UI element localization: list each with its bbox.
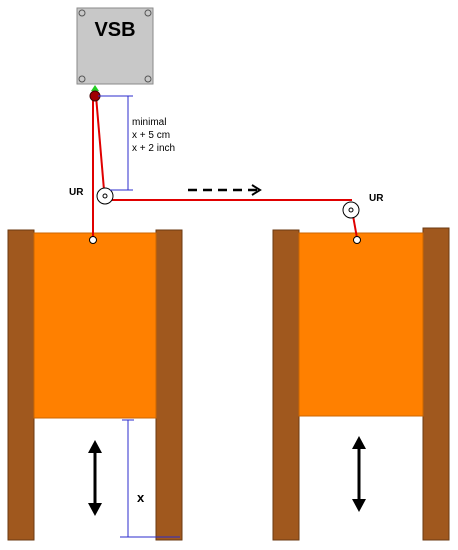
travel-dimension-line (120, 419, 180, 538)
right-frame-post-left (272, 229, 300, 541)
vsb-box-label: VSB (94, 19, 135, 41)
pulley-right-label: UR (369, 193, 384, 204)
left-door-attachment-ring (89, 236, 97, 244)
left-door-panel (33, 232, 157, 419)
pulley-icon (342, 201, 360, 219)
spool-marker-icon (91, 85, 99, 91)
left-frame-post-right (155, 229, 183, 541)
minimal-inch-label: x + 2 inch (132, 143, 175, 154)
right-frame-post-right (422, 227, 450, 541)
pulley-icon (96, 187, 114, 205)
travel-x-label: x (137, 490, 145, 505)
double-arrow-vertical-icon (88, 440, 102, 516)
pulley-left-label: UR (69, 187, 84, 198)
arrow-right-dashed-icon (188, 184, 262, 196)
minimal-label: minimal (132, 117, 166, 128)
right-door-attachment-ring (353, 236, 361, 244)
minimal-cm-label: x + 5 cm (132, 130, 170, 141)
double-arrow-vertical-icon (352, 436, 366, 512)
left-frame-post-left (7, 229, 35, 541)
vsb-box: VSB (76, 7, 154, 85)
right-door-panel (298, 232, 424, 417)
minimal-dimension-line (98, 95, 133, 191)
